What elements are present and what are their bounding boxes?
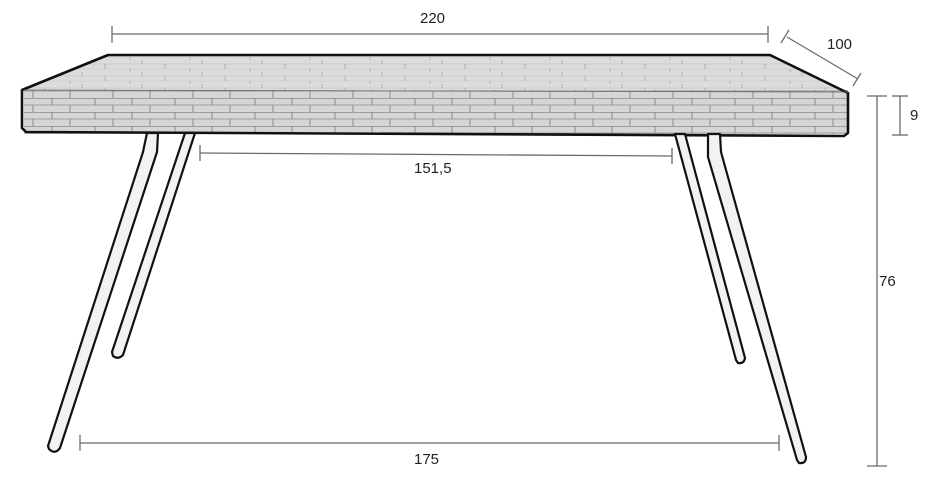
top-thickness-label: 9 (910, 107, 919, 124)
leg-back-right (673, 132, 747, 365)
leg-front-right (706, 132, 808, 465)
depth-label: 100 (827, 36, 853, 53)
leg-front-left (46, 131, 160, 453)
table-legs (46, 131, 808, 465)
inner-leg-span-label: 151,5 (414, 160, 452, 177)
table-top (20, 53, 850, 138)
height-label: 76 (879, 273, 896, 290)
length-label: 220 (420, 10, 446, 27)
dimension-lines (79, 26, 908, 467)
leg-back-left (110, 131, 197, 359)
outer-leg-span-label: 175 (414, 451, 440, 468)
